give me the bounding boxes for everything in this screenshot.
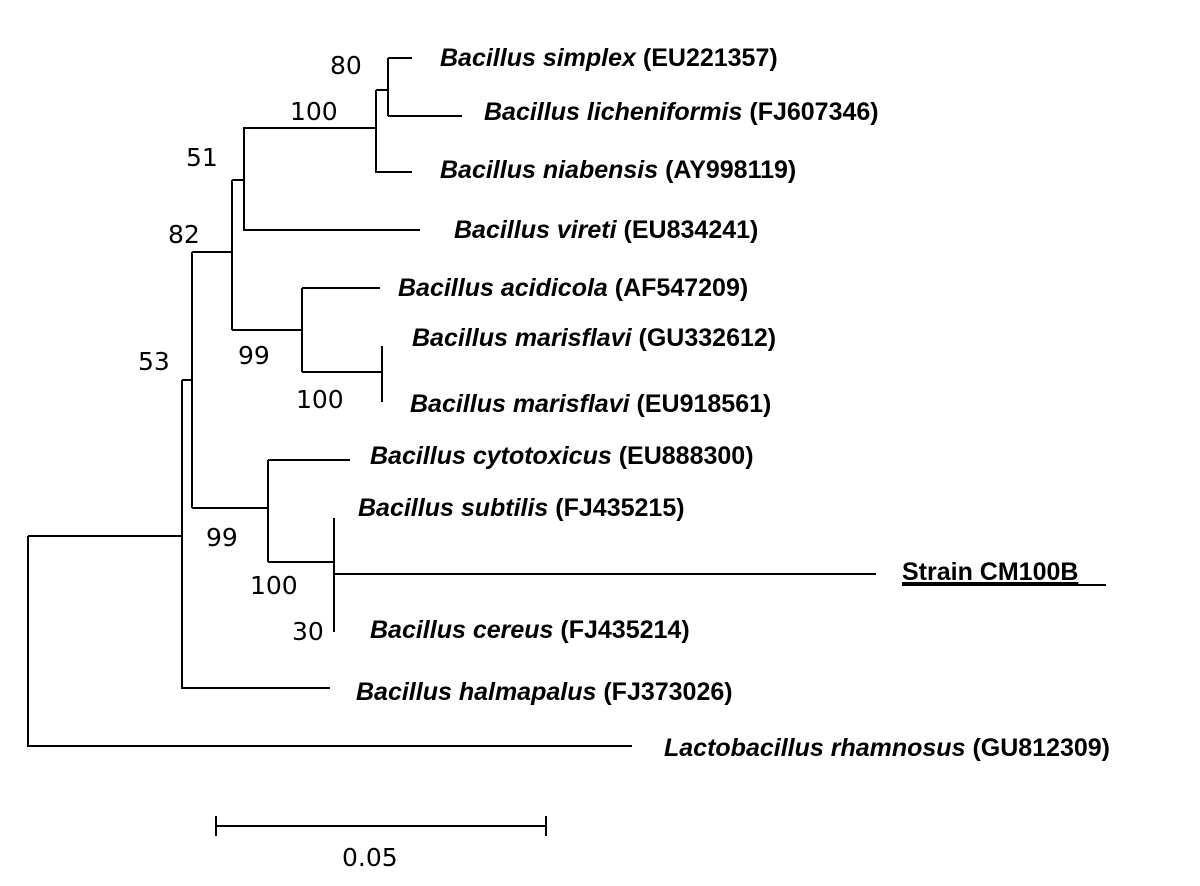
branch-vireti	[232, 179, 420, 231]
bootstrap-label: 80	[330, 51, 362, 80]
bootstrap-label: 30	[292, 617, 324, 646]
branch-node-100a	[375, 90, 412, 173]
taxon-label: Bacillus halmapalus (FJ373026)	[356, 678, 733, 706]
bootstrap-label: 99	[238, 341, 270, 370]
bootstrap-label: 99	[206, 523, 238, 552]
taxon-label: Bacillus marisflavi (GU332612)	[412, 324, 776, 352]
taxon-label: Bacillus niabensis (AY998119)	[440, 156, 796, 184]
taxon-label: Bacillus vireti (EU834241)	[454, 216, 758, 244]
branch-node-99b	[192, 460, 269, 562]
bootstrap-label: 100	[250, 571, 298, 600]
tree-branches	[27, 57, 876, 747]
taxon-labels: Bacillus simplex (EU221357) Bacillus lic…	[356, 44, 1110, 762]
branch-node-51	[192, 180, 233, 330]
taxon-label: Bacillus acidicola (AF547209)	[398, 274, 748, 302]
branch-root	[27, 536, 632, 747]
bootstrap-label: 51	[186, 143, 218, 172]
branch-node-80	[376, 58, 389, 116]
taxon-label-strain: Strain CM100B	[902, 558, 1078, 586]
taxon-label: Bacillus cytotoxicus (EU888300)	[370, 442, 754, 470]
taxon-label: Lactobacillus rhamnosus (GU812309)	[664, 734, 1110, 762]
scale-bar-line	[215, 816, 547, 836]
bootstrap-label: 100	[290, 97, 338, 126]
taxon-label: Bacillus simplex (EU221357)	[440, 44, 778, 72]
bootstrap-label: 53	[138, 347, 170, 376]
taxon-label: Bacillus cereus (FJ435214)	[370, 616, 690, 644]
bootstrap-label: 82	[168, 220, 200, 249]
branch-marisflavi-pair	[302, 346, 383, 402]
branch-node-53	[181, 380, 330, 689]
bootstrap-label: 100	[296, 385, 344, 414]
branch-clade-100a	[243, 127, 376, 180]
branch-node-99a	[232, 288, 303, 372]
scale-bar: 0.05	[215, 816, 547, 872]
taxon-label: Bacillus subtilis (FJ435215)	[358, 494, 685, 522]
taxon-label: Bacillus licheniformis (FJ607346)	[484, 98, 879, 126]
bootstrap-values: 80 100 51 82 99 100 53 99 100 30	[138, 51, 362, 646]
taxon-label: Bacillus marisflavi (EU918561)	[410, 390, 771, 418]
branch-node-82	[182, 252, 193, 508]
scale-bar-label: 0.05	[342, 843, 398, 872]
